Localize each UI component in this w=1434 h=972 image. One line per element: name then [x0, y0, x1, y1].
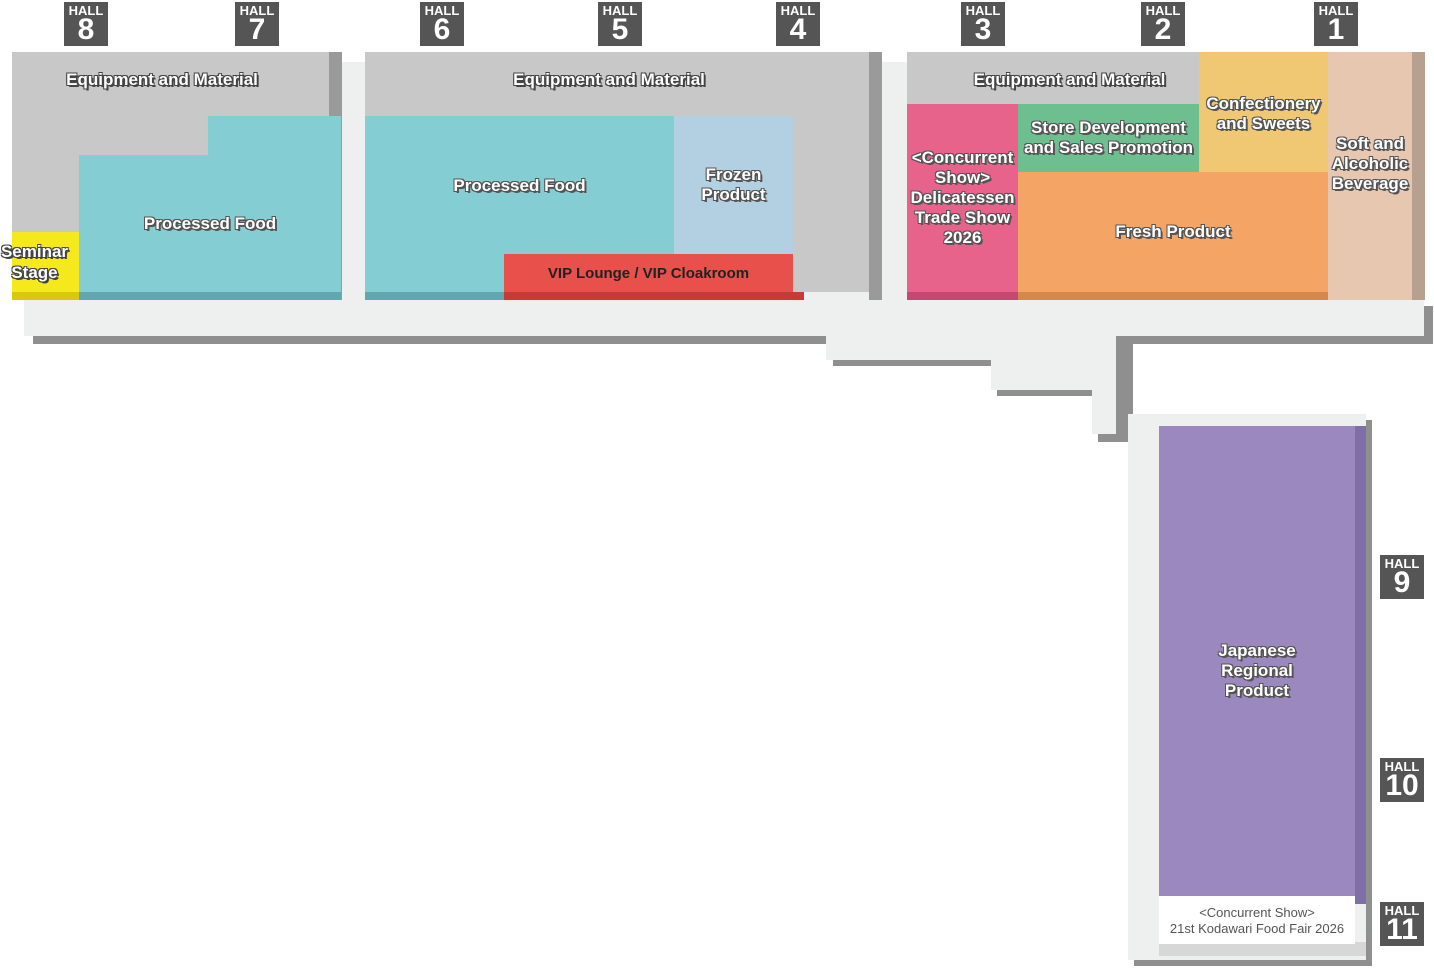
delicatessen-shadow: [907, 292, 1018, 300]
store-development: Store Development and Sales Promotion: [1018, 104, 1199, 172]
hall-9-badge: HALL 9: [1380, 555, 1424, 599]
fresh-product: Fresh Product: [1018, 172, 1328, 292]
store-development-label: Store Development and Sales Promotion: [1023, 118, 1194, 157]
hall-6-number: 6: [433, 13, 451, 46]
hall-2-badge: HALL 2: [1141, 2, 1185, 46]
confectionery-sweets-label: Confectionery and Sweets: [1206, 94, 1321, 133]
processed-food-west: Processed Food: [79, 155, 341, 292]
hall-10-number: 10: [1385, 769, 1419, 802]
soft-alcoholic-beverage: Soft and Alcoholic Beverage: [1328, 52, 1412, 300]
hall-7-badge: HALL 7: [235, 2, 279, 46]
hall-11-badge: HALL 11: [1380, 902, 1424, 946]
hall-11-number: 11: [1386, 913, 1418, 946]
hall-8-number: 8: [77, 13, 95, 46]
equipment-material-east: Equipment and Material: [907, 66, 1232, 94]
hall-3-number: 3: [974, 13, 992, 46]
hall-6-label: HALL: [424, 3, 460, 18]
confectionery-sweets: Confectionery and Sweets: [1199, 52, 1328, 172]
vip-lounge: VIP Lounge / VIP Cloakroom: [504, 254, 793, 292]
fresh-product-shadow: [1018, 292, 1338, 300]
hall-10-badge: HALL 10: [1380, 758, 1424, 802]
hall-3-label: HALL: [965, 3, 1001, 18]
seminar-stage: Seminar Stage: [1, 232, 79, 292]
hall-5-number: 5: [611, 13, 629, 46]
frozen-product: Frozen Product: [674, 116, 793, 254]
vip-lounge-shadow: [504, 292, 804, 300]
equipment-material-west: Equipment and Material: [12, 66, 312, 94]
equipment-material-center-label: Equipment and Material: [513, 70, 705, 89]
hall-4-number: 4: [789, 13, 807, 46]
hall-2-label: HALL: [1145, 3, 1181, 18]
hall-2-number: 2: [1154, 13, 1172, 46]
hall-9-number: 9: [1393, 566, 1411, 599]
kodawari-shadow: [1159, 942, 1366, 956]
hall-3-badge: HALL 3: [961, 2, 1005, 46]
hall-5-label: HALL: [602, 3, 638, 18]
processed-food-west-upper: [208, 116, 341, 156]
hall-9-label: HALL: [1384, 556, 1420, 571]
seminar-stage-shadow: [12, 292, 79, 300]
fresh-product-label: Fresh Product: [1115, 222, 1231, 241]
japanese-regional-product-label: Japanese Regional Product: [1218, 641, 1296, 700]
hall-1-badge: HALL 1: [1314, 2, 1358, 46]
hall-10-label: HALL: [1384, 759, 1420, 774]
hall-5-badge: HALL 5: [598, 2, 642, 46]
equipment-material-west-label: Equipment and Material: [66, 70, 258, 89]
hall-7-label: HALL: [239, 3, 275, 18]
kodawari-line-1: <Concurrent Show>: [1199, 905, 1315, 920]
vip-lounge-label: VIP Lounge / VIP Cloakroom: [547, 264, 750, 282]
hall-8-badge: HALL 8: [64, 2, 108, 46]
delicatessen-trade-show-label: <Concurrent Show> Delicatessen Trade Sho…: [910, 148, 1015, 247]
building-center-side: [869, 52, 882, 300]
corridor-step-3: [1092, 388, 1116, 434]
corridor-step-1: [826, 330, 1116, 360]
kodawari-line-2: 21st Kodawari Food Fair 2026: [1169, 921, 1345, 936]
hall-4-label: HALL: [780, 3, 816, 18]
japanese-regional-side: [1355, 426, 1366, 904]
hall-7-number: 7: [248, 13, 266, 46]
hall-11-label: HALL: [1384, 903, 1420, 918]
hall-1-number: 1: [1327, 13, 1345, 46]
seminar-stage-label: Seminar Stage: [0, 242, 69, 282]
frozen-product-label: Frozen Product: [701, 165, 766, 204]
corridor-step-2: [991, 356, 1116, 390]
delicatessen-trade-show: <Concurrent Show> Delicatessen Trade Sho…: [907, 104, 1018, 292]
processed-food-west-shadow: [79, 292, 341, 300]
kodawari-food-fair: <Concurrent Show> 21st Kodawari Food Fai…: [1159, 896, 1355, 944]
building-east-side: [1412, 52, 1425, 300]
processed-food-center-shadow: [365, 292, 505, 300]
processed-food-west-label: Processed Food: [143, 213, 277, 233]
hall-4-badge: HALL 4: [776, 2, 820, 46]
equipment-material-center: Equipment and Material: [365, 66, 853, 94]
hall-8-label: HALL: [68, 3, 104, 18]
japanese-regional-product: Japanese Regional Product: [1159, 426, 1355, 896]
hall-6-badge: HALL 6: [420, 2, 464, 46]
soft-alcoholic-beverage-label: Soft and Alcoholic Beverage: [1331, 134, 1409, 193]
hall-1-label: HALL: [1318, 3, 1354, 18]
processed-food-center-label: Processed Food: [453, 176, 586, 195]
equipment-material-east-label: Equipment and Material: [973, 70, 1166, 89]
